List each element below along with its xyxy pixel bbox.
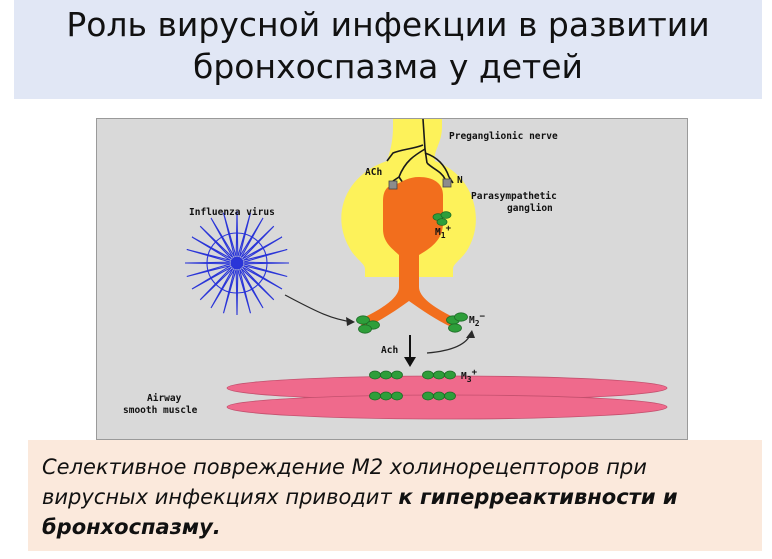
virus-spoke	[186, 248, 231, 263]
virus-spoke	[191, 236, 232, 261]
influenza-virus-icon	[184, 210, 290, 316]
ganglion-label: ganglion	[507, 203, 553, 214]
postganglionic-neuron	[361, 177, 457, 327]
m2-receptors-left	[356, 315, 380, 334]
airway-smooth-muscle	[226, 375, 668, 420]
ach-release-arrowhead	[404, 357, 416, 367]
virus-spoke	[243, 248, 288, 263]
virus-spoke	[199, 225, 234, 260]
virus-arrowhead	[346, 317, 355, 326]
influenza-virus-label: Influenza virus	[189, 207, 275, 218]
ach-receptor-square	[388, 180, 398, 190]
m3-label: M3+	[461, 368, 478, 384]
preganglionic-nerve-label: Preganglionic nerve	[449, 131, 558, 142]
n-receptor-label: N	[457, 175, 463, 186]
virus-spoke	[239, 268, 264, 309]
n-receptor-square	[442, 178, 452, 188]
virus-spoke	[235, 269, 239, 316]
virus-spoke	[222, 269, 237, 314]
m2-receptors-right	[446, 312, 468, 333]
virus-spoke	[243, 261, 290, 265]
virus-spoke	[239, 217, 264, 258]
title-banner	[14, 0, 762, 99]
virus-spoke	[240, 225, 275, 260]
title-line-1: Роль вирусной инфекции в развитии	[66, 5, 710, 44]
virus-spoke	[186, 263, 231, 278]
caption-box	[28, 440, 762, 551]
bronchospasm-diagram: Preganglionic nerve Parasympathetic gang…	[96, 118, 688, 440]
virus-spoke	[237, 269, 252, 314]
caption-bold: к гиперреактивности и бронхоспазму.	[42, 485, 678, 539]
ach-top-label: ACh	[365, 167, 382, 178]
virus-spoke	[222, 212, 237, 257]
virus-spoke	[237, 212, 252, 257]
virus-spoke	[210, 217, 235, 258]
virus-ring	[206, 232, 268, 294]
title-line-2: бронхоспазма у детей	[193, 47, 583, 86]
caption-regular: Селективное повреждение М2 холинорецепто…	[42, 455, 647, 509]
virus-spoke	[240, 266, 275, 301]
parasympathetic-label: Parasympathetic	[471, 191, 557, 202]
virus-spoke	[184, 261, 231, 265]
slide-title: Роль вирусной инфекции в развитии бронхо…	[14, 4, 762, 88]
airway-label-line1: Airway	[147, 393, 182, 404]
m1-label: M1+	[435, 224, 452, 240]
virus-spoke	[242, 236, 283, 261]
airway-label-line2: smooth muscle	[123, 405, 198, 416]
virus-spoke	[191, 265, 232, 290]
virus-spoke	[210, 268, 235, 309]
m3-receptors	[369, 370, 456, 401]
virus-spoke	[199, 266, 234, 301]
m2-label: M2−	[469, 312, 486, 328]
virus-spoke	[242, 265, 283, 290]
ach-bottom-label: Ach	[381, 345, 398, 356]
m1-receptors	[432, 211, 452, 226]
caption-text: Селективное повреждение М2 холинорецепто…	[42, 452, 742, 542]
feedback-arrowhead	[466, 330, 475, 338]
virus-spoke	[235, 210, 239, 257]
virus-spoke	[243, 263, 288, 278]
